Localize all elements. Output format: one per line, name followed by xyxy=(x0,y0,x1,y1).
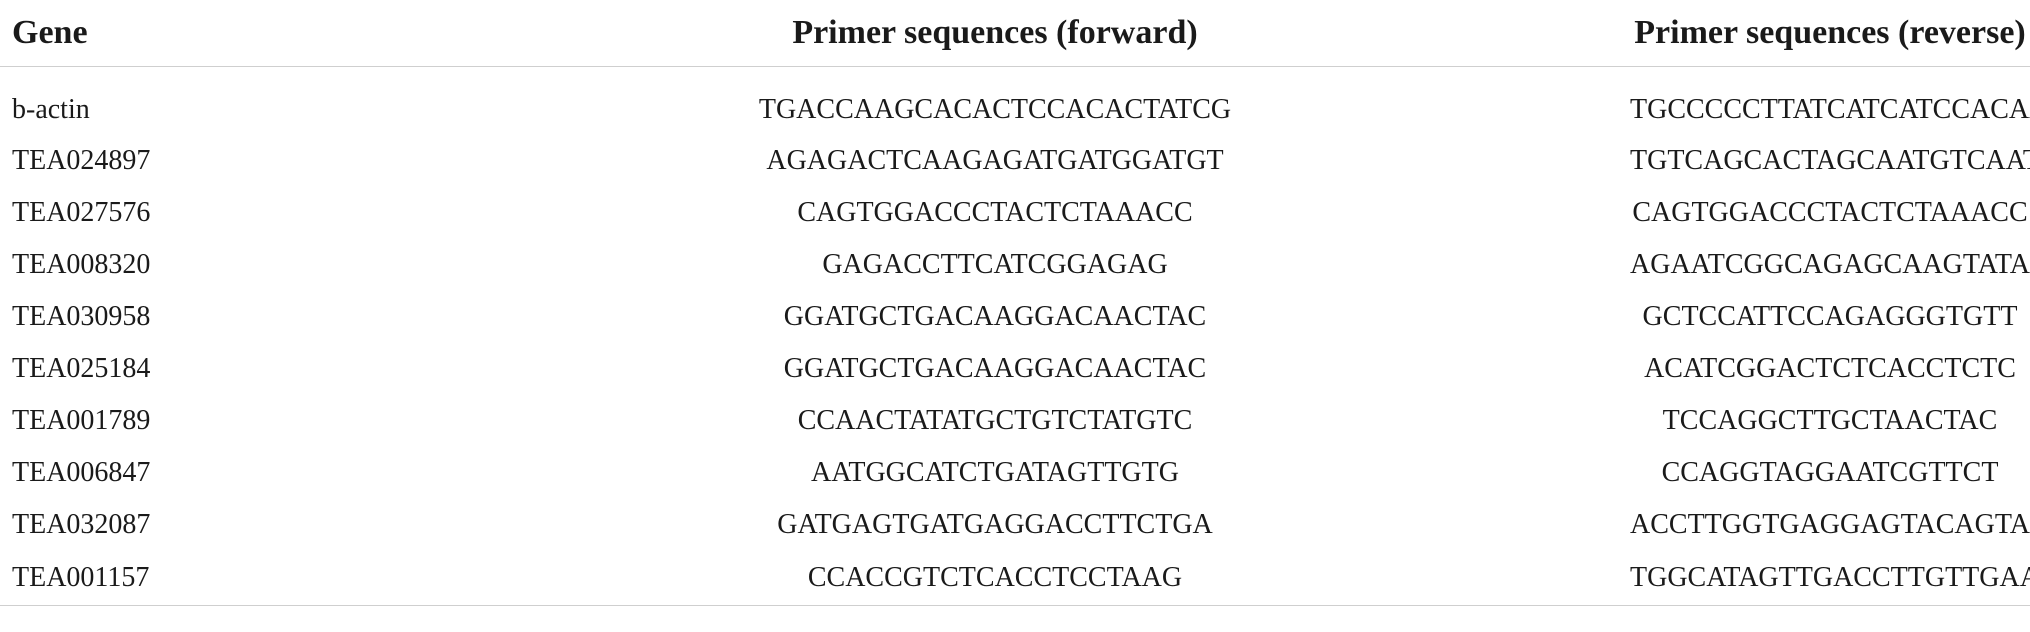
table-row: TEA001157 CCACCGTCTCACCTCCTAAG TGGCATAGT… xyxy=(0,551,2030,606)
cell-gene: TEA025184 xyxy=(12,353,151,384)
cell-forward: CCACCGTCTCACCTCCTAAG xyxy=(460,551,1250,606)
cell-reverse: TGGCATAGTTGACCTTGTTGAATC xyxy=(1250,551,2030,606)
cell-forward: GAGACCTTCATCGGAGAG xyxy=(822,249,1168,280)
cell-forward: CCAACTATATGCTGTCTATGTC xyxy=(797,405,1193,436)
cell-forward: TGACCAAGCACACTCCACACTATCG xyxy=(758,94,1232,125)
cell-gene: TEA006847 xyxy=(12,457,151,488)
table-row: TEA008320 GAGACCTTCATCGGAGAG AGAATCGGCAG… xyxy=(0,239,2030,291)
cell-reverse: ACATCGGACTCTCACCTCTC xyxy=(1644,353,2016,384)
cell-gene: b-actin xyxy=(12,94,90,125)
table-row: TEA027576 CAGTGGACCCTACTCTAAACC CAGTGGAC… xyxy=(0,187,2030,239)
cell-gene: TEA001157 xyxy=(0,551,460,606)
table-row: TEA024897 AGAGACTCAAGAGATGATGGATGT TGTCA… xyxy=(0,135,2030,187)
cell-gene: TEA008320 xyxy=(12,249,151,280)
cell-forward: CAGTGGACCCTACTCTAAACC xyxy=(797,197,1193,228)
table-row: TEA032087 GATGAGTGATGAGGACCTTCTGA ACCTTG… xyxy=(0,499,2030,551)
table-row: TEA006847 AATGGCATCTGATAGTTGTG CCAGGTAGG… xyxy=(0,447,2030,499)
cell-reverse: ACCTTGGTGAGGAGTACAGTAG xyxy=(1630,509,2030,540)
cell-reverse: AGAATCGGCAGAGCAAGTATAATC xyxy=(1630,249,2030,280)
cell-forward: GGATGCTGACAAGGACAACTAC xyxy=(783,301,1207,332)
cell-forward: GATGAGTGATGAGGACCTTCTGA xyxy=(777,509,1213,540)
cell-gene: TEA001789 xyxy=(12,405,151,436)
cell-reverse: CCAGGTAGGAATCGTTCT xyxy=(1661,457,1999,488)
cell-reverse: TCCAGGCTTGCTAACTAC xyxy=(1662,405,1998,436)
cell-forward: AATGGCATCTGATAGTTGTG xyxy=(811,457,1179,488)
table-body: b-actin TGACCAAGCACACTCCACACTATCG TGCCCC… xyxy=(0,67,2030,606)
cell-gene: TEA032087 xyxy=(12,509,151,540)
cell-gene: TEA030958 xyxy=(12,301,151,332)
primer-table: Gene Primer sequences (forward) Primer s… xyxy=(0,0,2030,606)
table-row: b-actin TGACCAAGCACACTCCACACTATCG TGCCCC… xyxy=(0,67,2030,136)
header-row: Gene Primer sequences (forward) Primer s… xyxy=(0,0,2030,67)
column-header-reverse: Primer sequences (reverse) xyxy=(1250,0,2030,67)
table-row: TEA025184 GGATGCTGACAAGGACAACTAC ACATCGG… xyxy=(0,343,2030,395)
column-header-gene: Gene xyxy=(0,0,460,67)
table-row: TEA030958 GGATGCTGACAAGGACAACTAC GCTCCAT… xyxy=(0,291,2030,343)
cell-gene: TEA027576 xyxy=(12,197,151,228)
column-header-forward: Primer sequences (forward) xyxy=(460,0,1250,67)
table-header: Gene Primer sequences (forward) Primer s… xyxy=(0,0,2030,67)
cell-reverse: TGTCAGCACTAGCAATGTCAAT xyxy=(1630,145,2030,176)
cell-forward: GGATGCTGACAAGGACAACTAC xyxy=(783,353,1207,384)
cell-reverse: CAGTGGACCCTACTCTAAACC xyxy=(1632,197,2028,228)
table-row: TEA001789 CCAACTATATGCTGTCTATGTC TCCAGGC… xyxy=(0,395,2030,447)
cell-forward: AGAGACTCAAGAGATGATGGATGT xyxy=(766,145,1224,176)
cell-reverse: GCTCCATTCCAGAGGGTGTT xyxy=(1642,301,2018,332)
cell-gene: TEA024897 xyxy=(12,145,151,176)
cell-reverse: TGCCCCCTTATCATCATCCACAA xyxy=(1630,94,2030,125)
